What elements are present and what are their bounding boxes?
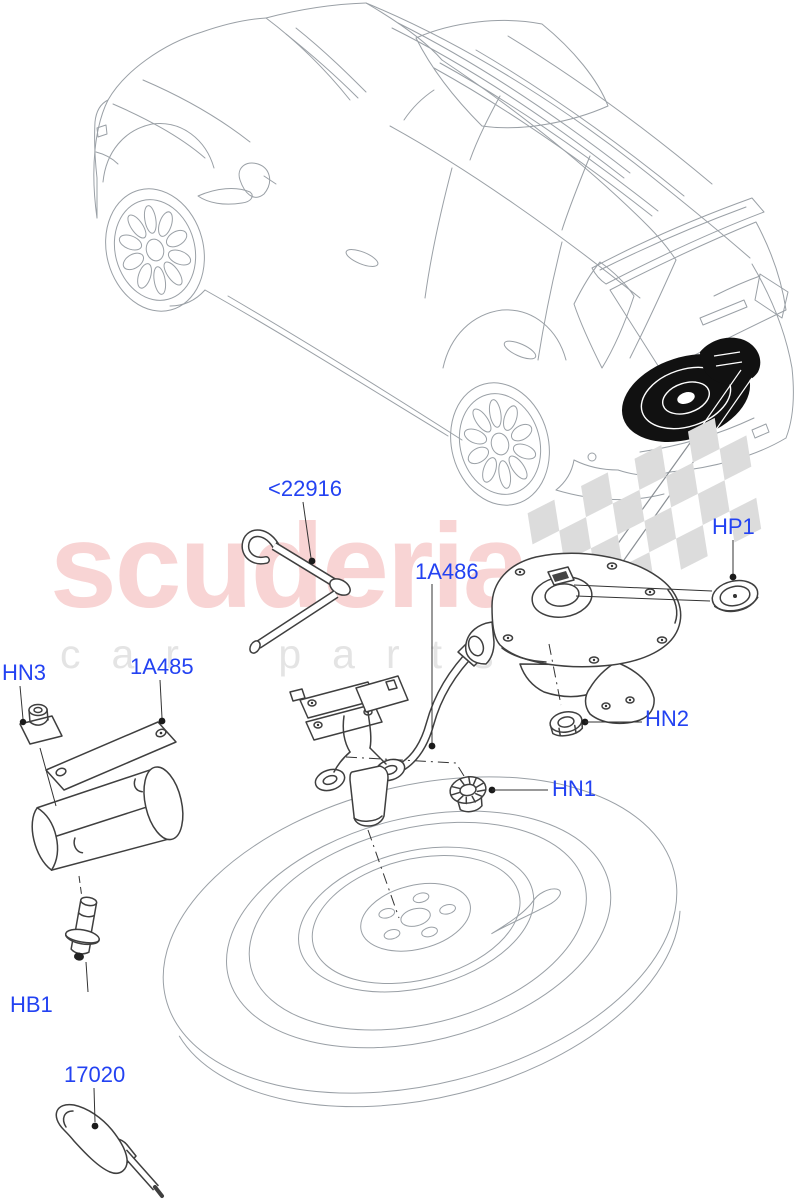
front-wheel [92,178,218,323]
cable-coupler-hanger-drawing [289,675,409,919]
clip-nut-hn3-drawing [19,703,63,807]
leader-lines [19,501,737,1130]
vehicle-line-art [92,2,794,578]
watermark-tagline: car parts [60,631,525,677]
spare-wheel-drawing [130,727,714,1157]
spare-wheel-winch-drawing [397,552,682,772]
part-label-22916[interactable]: <22916 [268,476,343,501]
carrier-bracket-1a485-drawing [31,721,184,871]
nut-hn2-drawing [549,711,584,737]
mounted-spare-wheel [621,337,761,442]
plug-hp1-drawing [711,579,759,613]
part-label-1a486[interactable]: 1A486 [415,559,479,584]
bolt-hb1-drawing [64,875,100,993]
part-label-hb1[interactable]: HB1 [10,992,53,1017]
part-label-17020[interactable]: 17020 [64,1062,126,1087]
part-label-hn1[interactable]: HN1 [552,776,597,801]
nut-hn1-drawing [449,775,487,813]
part-label-hn3[interactable]: HN3 [2,660,47,685]
retention-hook-rod-drawing [241,529,351,654]
watermark-brand: scuderia [50,499,530,633]
part-label-1a485[interactable]: 1A485 [130,654,194,679]
rear-wheel [437,372,563,517]
part-label-hn2[interactable]: HN2 [645,706,690,731]
winch-tool-17020-drawing [55,1103,164,1198]
part-label-hp1[interactable]: HP1 [712,514,755,539]
